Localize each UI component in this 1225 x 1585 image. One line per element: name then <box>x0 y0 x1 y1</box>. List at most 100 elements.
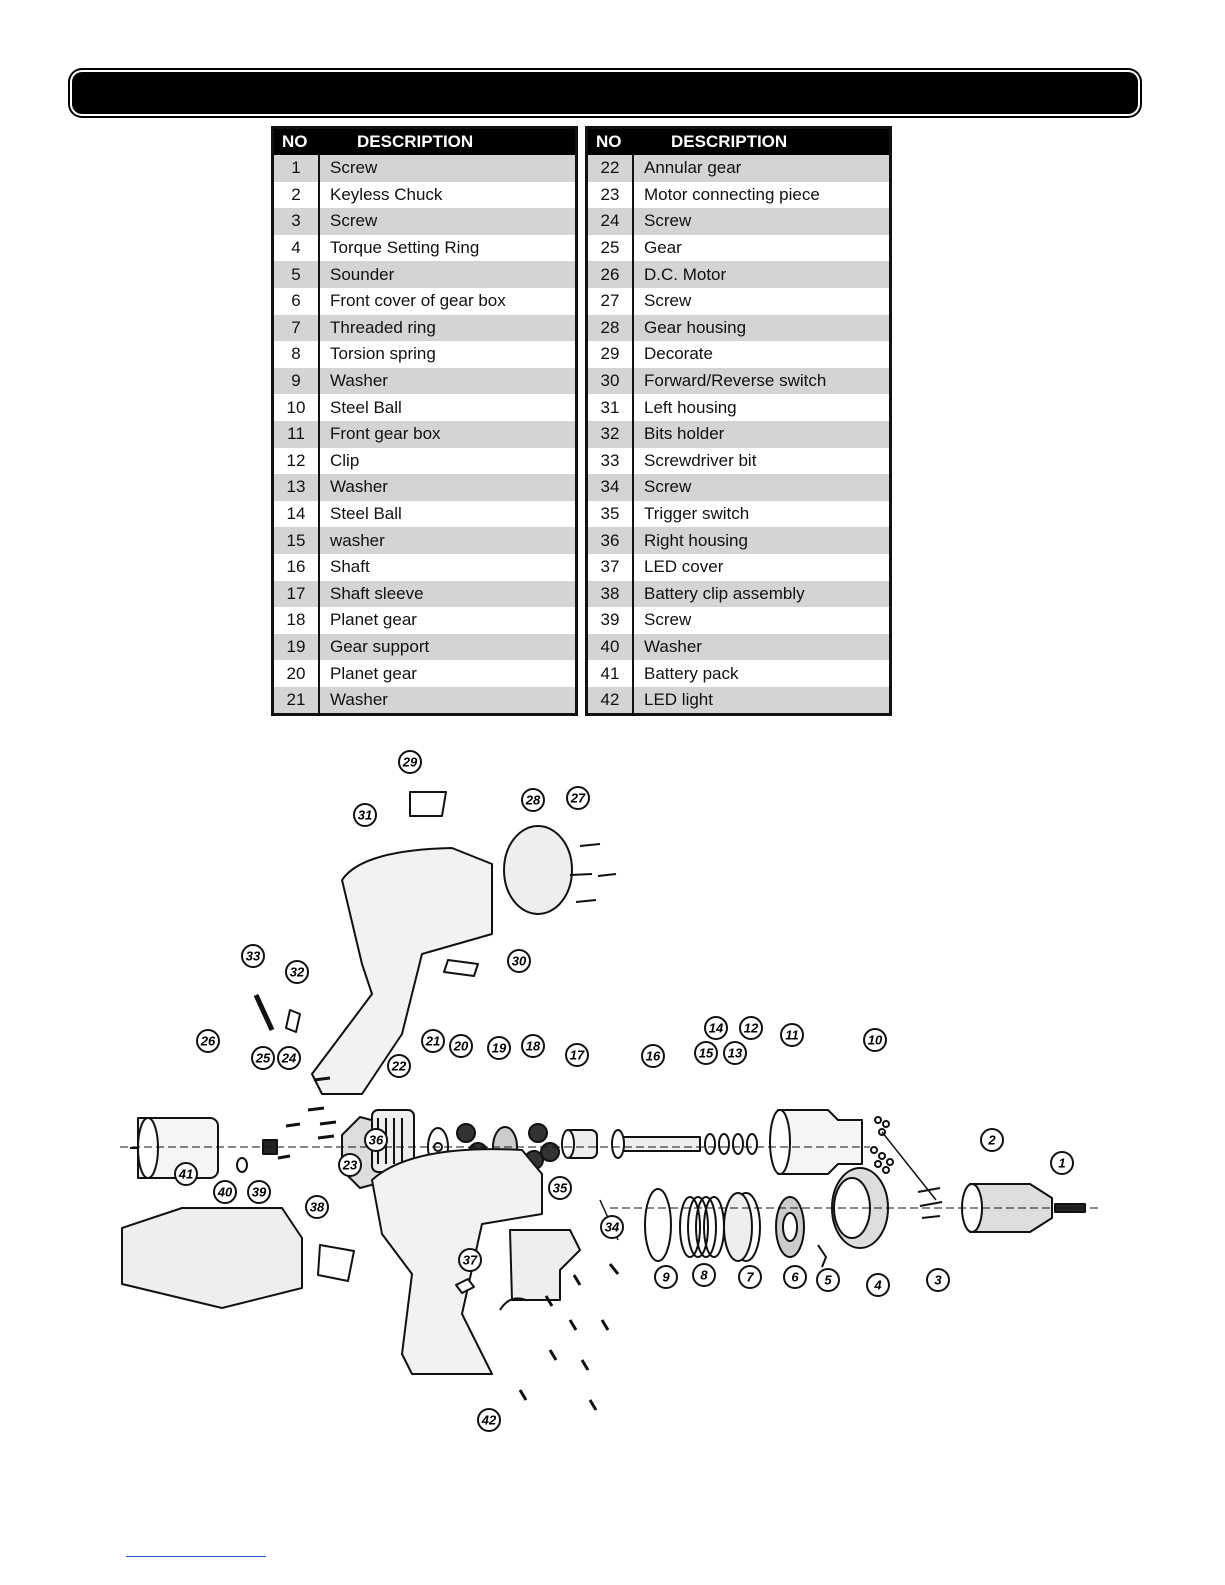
callout-circle <box>704 1016 728 1040</box>
shaft-sleeve-17 <box>561 1129 598 1159</box>
part-description: Front cover of gear box <box>330 291 506 311</box>
part-description: Steel Ball <box>330 397 402 417</box>
battery-pack-41 <box>121 1207 303 1309</box>
callout-circle <box>521 1034 545 1058</box>
axis-lines <box>120 1146 1100 1209</box>
part-description: Right housing <box>633 527 891 554</box>
part-number: 16 <box>272 553 320 581</box>
callout-label: 8 <box>700 1268 708 1283</box>
part-description: Motor connecting piece <box>644 184 820 204</box>
footer-link-underline <box>126 1556 266 1557</box>
callout-circle <box>196 1029 220 1053</box>
front-gear-box-11 <box>769 1109 863 1175</box>
callout-1: 1 <box>1050 1151 1074 1175</box>
callout-label: 37 <box>463 1253 478 1268</box>
callout-26: 26 <box>196 1029 220 1053</box>
fr-switch-30 <box>443 959 479 977</box>
callout-circle <box>739 1016 763 1040</box>
part-description: Screw <box>644 610 692 630</box>
callout-circle <box>548 1176 572 1200</box>
callout-40: 40 <box>213 1180 237 1204</box>
part-number: 20 <box>272 660 320 687</box>
part-description: Torsion spring <box>330 344 436 364</box>
callout-circle <box>654 1265 678 1289</box>
callout-label: 10 <box>868 1033 883 1048</box>
part-number: 8 <box>272 341 320 368</box>
callout-25: 25 <box>251 1046 275 1070</box>
callout-label: 16 <box>646 1049 661 1064</box>
callout-10: 10 <box>863 1028 887 1052</box>
callout-23: 23 <box>338 1153 362 1177</box>
callout-circle <box>780 1023 804 1047</box>
callout-circle <box>980 1128 1004 1152</box>
part-number: 5 <box>272 261 320 288</box>
part-number: 37 <box>586 553 634 581</box>
part-number: 17 <box>272 580 320 608</box>
callout-label: 12 <box>744 1021 759 1036</box>
column-header-no: NO <box>586 127 633 155</box>
callout-circle <box>694 1041 718 1065</box>
callout-label: 27 <box>570 791 586 806</box>
steel-balls-10 <box>870 1116 894 1174</box>
part-description: D.C. Motor <box>633 261 891 288</box>
table-header-row: NO DESCRIPTION <box>586 127 891 155</box>
callout-label: 32 <box>290 965 305 980</box>
callout-label: 31 <box>358 808 372 823</box>
table-header-row: NO DESCRIPTION <box>272 127 577 155</box>
callout-36: 36 <box>364 1128 388 1152</box>
part-number: 3 <box>272 208 320 235</box>
callout-label: 42 <box>481 1413 497 1428</box>
callout-42: 42 <box>477 1408 501 1432</box>
callout-label: 24 <box>281 1051 297 1066</box>
callout-label: 41 <box>178 1167 193 1182</box>
callout-circle <box>723 1041 747 1065</box>
callout-label: 2 <box>987 1133 996 1148</box>
part-description: Washer <box>319 686 577 715</box>
part-description: Keyless Chuck <box>330 184 443 204</box>
callout-label: 25 <box>255 1051 271 1066</box>
callout-label: 29 <box>402 755 418 770</box>
part-description: Screw <box>319 155 577 182</box>
part-number: 22 <box>586 155 634 182</box>
callout-4: 4 <box>866 1273 890 1297</box>
callout-14: 14 <box>704 1016 728 1040</box>
callout-label: 13 <box>728 1046 743 1061</box>
part-description: Steel Ball <box>330 504 402 524</box>
callout-circle <box>421 1029 445 1053</box>
callout-label: 3 <box>934 1273 942 1288</box>
threaded-ring-7 <box>723 1192 761 1262</box>
part-number: 27 <box>586 287 634 315</box>
part-description: Gear <box>644 238 682 258</box>
part-number: 25 <box>586 234 634 262</box>
part-description: Planet gear <box>330 663 417 683</box>
callout-37: 37 <box>458 1248 482 1272</box>
washer-9 <box>644 1188 672 1262</box>
callout-circle <box>247 1180 271 1204</box>
part-description: Front gear box <box>319 420 577 448</box>
callout-29: 29 <box>398 750 422 774</box>
callout-label: 19 <box>492 1041 507 1056</box>
part-number: 41 <box>586 660 634 687</box>
part-number: 11 <box>272 420 320 448</box>
callout-label: 4 <box>873 1278 882 1293</box>
part-number: 15 <box>272 527 320 554</box>
